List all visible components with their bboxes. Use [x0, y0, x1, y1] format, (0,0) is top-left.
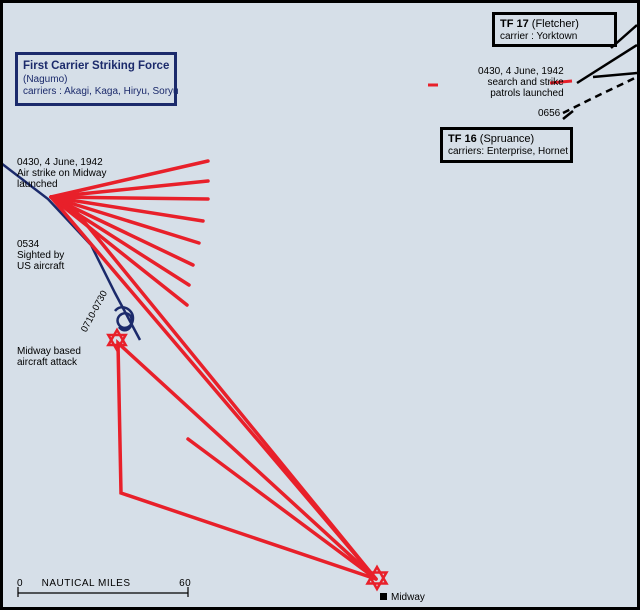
scale-bar	[17, 587, 189, 597]
force-commander: (Nagumo)	[23, 74, 68, 85]
tf16-commander: (Spruance)	[479, 133, 535, 145]
force-carriers: carriers : Akagi, Kaga, Hiryu, Soryu	[23, 86, 179, 97]
midway-attack-annotation: Midway based aircraft attack	[17, 346, 81, 368]
battle-map: First Carrier Striking Force (Nagumo) ca…	[3, 3, 637, 607]
japanese-fleet-maneuver-loop	[114, 306, 135, 332]
strike-routes-to-midway	[49, 195, 378, 581]
tf17-name: TF 17	[500, 18, 529, 30]
tf17-commander: (Fletcher)	[531, 18, 579, 30]
scale-end: 60	[179, 578, 192, 589]
tf16-track-stub	[562, 110, 574, 120]
tf16-carriers: carriers: Enterprise, Hornet	[448, 146, 569, 157]
patrol-marker-right	[549, 79, 573, 85]
air-strike-fan	[49, 159, 210, 307]
tf16-name: TF 16	[448, 133, 477, 145]
air-strike-annotation: 0430, 4 June, 1942 Air strike on Midway …	[17, 157, 107, 190]
midway-attack-star	[106, 327, 128, 353]
midway-star	[365, 564, 389, 592]
tf16-box: TF 16 (Spruance) carriers: Enterprise, H…	[440, 127, 573, 163]
us-time-label: 0656	[538, 108, 561, 119]
first-carrier-striking-force-box: First Carrier Striking Force (Nagumo) ca…	[15, 52, 179, 106]
tf16-track	[562, 75, 637, 115]
sighted-annotation: 0534 Sighted by US aircraft	[17, 239, 65, 272]
scale-start: 0	[17, 578, 24, 589]
midway-label: Midway	[391, 592, 425, 603]
tf17-box: TF 17 (Fletcher) carrier : Yorktown	[492, 12, 617, 47]
force-title: First Carrier Striking Force	[23, 60, 170, 72]
patrols-annotation: 0430, 4 June, 1942 search and strike pat…	[478, 66, 564, 99]
scale-units: NAUTICAL MILES	[41, 578, 131, 589]
map-graphics	[3, 24, 637, 600]
tf17-carriers: carrier : Yorktown	[500, 31, 578, 42]
midway-island-marker	[380, 593, 387, 600]
scale-label: 0 NAUTICAL MILES 60	[17, 578, 191, 589]
